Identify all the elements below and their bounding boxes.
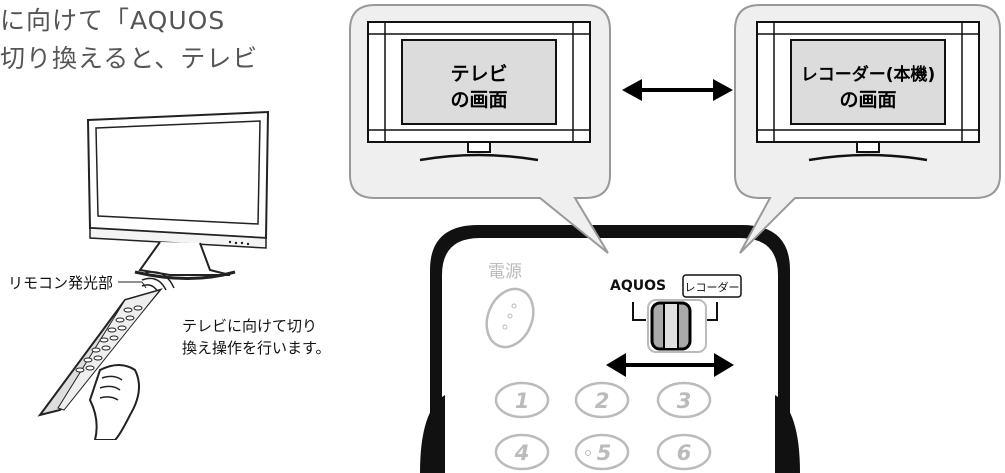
number-button-5-label: 5 <box>597 441 612 465</box>
tactile-dot-icon <box>585 450 591 456</box>
number-button-2[interactable] <box>574 381 630 419</box>
tv-screen-line-2: の画面 <box>450 89 507 111</box>
instruction-line-2: 換え操作を行います。 <box>182 339 331 357</box>
slide-direction-arrow-icon <box>606 353 734 377</box>
number-button-1[interactable] <box>494 381 550 419</box>
tv-set-icon <box>86 110 270 280</box>
number-button-1-label: 1 <box>515 389 530 413</box>
switch-arrow-icon <box>622 79 733 101</box>
number-button-5[interactable] <box>574 433 630 471</box>
recorder-screen-line-1: レコーダー(本機) <box>801 64 936 85</box>
number-button-4-label: 4 <box>514 441 530 465</box>
intro-text: に向けて「AQUOS 切り換えると、テレビ <box>0 2 258 78</box>
tv-screen-bubble: テレビ の画面 <box>349 4 611 254</box>
recorder-screen-line-2: の画面 <box>839 89 896 111</box>
intro-line-2: 切り換えると、テレビ <box>0 44 259 73</box>
hand-with-remote-icon <box>37 288 163 440</box>
power-label: 電源 <box>488 262 522 282</box>
number-button-2-label: 2 <box>595 389 610 413</box>
aquos-recorder-selector-switch[interactable] <box>632 299 718 353</box>
number-button-3-label: 3 <box>677 389 692 413</box>
intro-line-1: に向けて「AQUOS <box>0 6 226 35</box>
switch-label-recorder: レコーダー <box>685 280 740 294</box>
instruction-line-1: テレビに向けて切り <box>182 317 318 335</box>
number-buttons <box>494 381 712 471</box>
tv-and-remote-illustration <box>37 110 270 440</box>
power-button[interactable] <box>478 282 541 354</box>
number-button-6-label: 6 <box>677 441 692 465</box>
recorder-screen-bubble: レコーダー(本機) の画面 <box>734 4 1001 254</box>
remote-emitter-label: リモコン発光部 <box>8 274 114 292</box>
number-button-3[interactable] <box>656 381 712 419</box>
tv-screen-line-1: テレビ <box>450 63 507 85</box>
instruction-text: テレビに向けて切り 換え操作を行います。 <box>182 315 331 359</box>
number-button-6[interactable] <box>656 433 712 471</box>
number-button-4[interactable] <box>494 433 550 471</box>
switch-label-aquos: AQUOS <box>610 278 666 294</box>
